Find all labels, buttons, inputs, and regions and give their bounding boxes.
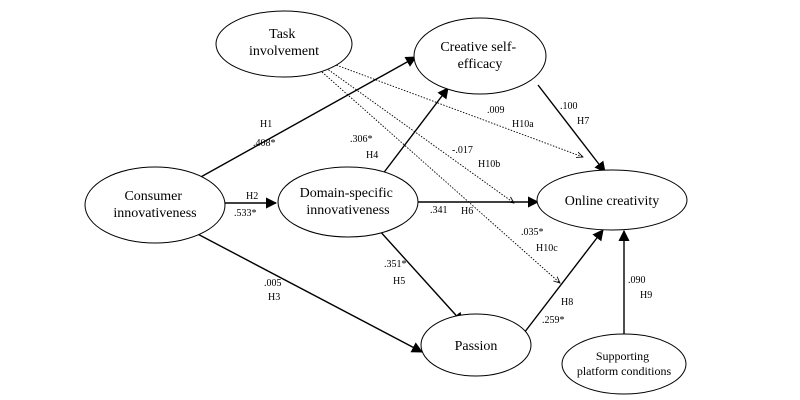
- h7-coefficient-label: .100: [560, 101, 578, 112]
- h7-hypothesis-label: H7: [577, 116, 589, 127]
- node-supporting-conditions-label-line2: platform conditions: [577, 364, 672, 378]
- h1-coefficient-label: .408*: [253, 138, 276, 149]
- h8-hypothesis-label: H8: [561, 297, 573, 308]
- h10a-coefficient-label: .009: [487, 105, 505, 116]
- h5-hypothesis-label: H5: [393, 276, 405, 287]
- node-domain-specific-innovativeness: [277, 166, 419, 238]
- h2-hypothesis-label: H2: [246, 191, 258, 202]
- h10c-hypothesis-label: H10c: [536, 243, 558, 254]
- edge-consumer-to-creative-self-efficacy: [189, 56, 417, 184]
- node-domain-specific-label-line1: Domain-specific: [300, 186, 393, 201]
- svg-text:Passion: Passion: [455, 339, 498, 354]
- node-passion: [420, 313, 532, 377]
- h8-coefficient-label: .259*: [542, 315, 565, 326]
- edge-task-involvement-to-h8-moderation: [321, 71, 560, 283]
- h4-hypothesis-label: H4: [366, 150, 378, 161]
- svg-text:Consumer innovativeness: Consumer innovativeness: [113, 189, 196, 221]
- node-task-involvement-label-line2: involvement: [249, 44, 319, 59]
- node-consumer-innovativeness-label-line2: innovativeness: [113, 206, 196, 221]
- h6-coefficient-label: .341: [430, 205, 448, 216]
- h1-hypothesis-label: H1: [260, 119, 272, 130]
- h9-hypothesis-label: H9: [640, 290, 652, 301]
- svg-text:Supporting platform condit: Supporting platform conditions: [577, 349, 672, 378]
- h2-coefficient-label: .533*: [234, 208, 257, 219]
- h6-hypothesis-label: H6: [461, 206, 473, 217]
- edge-domain-specific-to-passion: [377, 228, 464, 324]
- h3-coefficient-label: .005: [264, 278, 282, 289]
- svg-text:Online creativity: Online creativity: [565, 194, 659, 209]
- node-supporting-conditions-label-line1: Supporting: [596, 349, 649, 363]
- h10a-hypothesis-label: H10a: [512, 119, 534, 130]
- svg-text:Creative self- efficacy: Creative self- efficacy: [440, 40, 519, 72]
- node-creative-self-efficacy: [413, 17, 547, 95]
- node-creative-self-efficacy-label-line1: Creative self-: [440, 40, 516, 55]
- node-passion-label: Passion: [455, 339, 498, 354]
- edge-task-involvement-to-h1-moderation: [327, 61, 583, 157]
- node-domain-specific-label-line2: innovativeness: [306, 203, 389, 218]
- h10b-coefficient-label: -.017: [452, 145, 473, 156]
- svg-text:Task involvement: Task involvement: [249, 27, 319, 59]
- h10c-coefficient-label: .035*: [521, 227, 544, 238]
- h10b-hypothesis-label: H10b: [478, 159, 500, 170]
- edge-creative-self-efficacy-to-online-creativity: [537, 84, 606, 173]
- node-task-involvement-label-line1: Task: [269, 27, 295, 42]
- node-consumer-innovativeness: [84, 166, 226, 244]
- edge-consumer-to-passion: [189, 229, 423, 353]
- edge-passion-to-online-creativity: [523, 229, 604, 334]
- svg-text:Domain-specific innovative: Domain-specific innovativeness: [300, 186, 397, 218]
- h5-coefficient-label: .351*: [384, 259, 407, 270]
- h4-coefficient-label: .306*: [350, 134, 373, 145]
- h3-hypothesis-label: H3: [268, 292, 280, 303]
- node-consumer-innovativeness-label-line1: Consumer: [124, 189, 182, 204]
- node-creative-self-efficacy-label-line2: efficacy: [458, 57, 503, 72]
- edge-task-involvement-to-h6-moderation: [325, 67, 514, 203]
- node-task-involvement: [215, 10, 353, 78]
- node-online-creativity: [536, 169, 688, 231]
- node-online-creativity-label: Online creativity: [565, 194, 659, 209]
- node-supporting-platform-conditions: [561, 333, 687, 395]
- h9-coefficient-label: .090: [628, 275, 646, 286]
